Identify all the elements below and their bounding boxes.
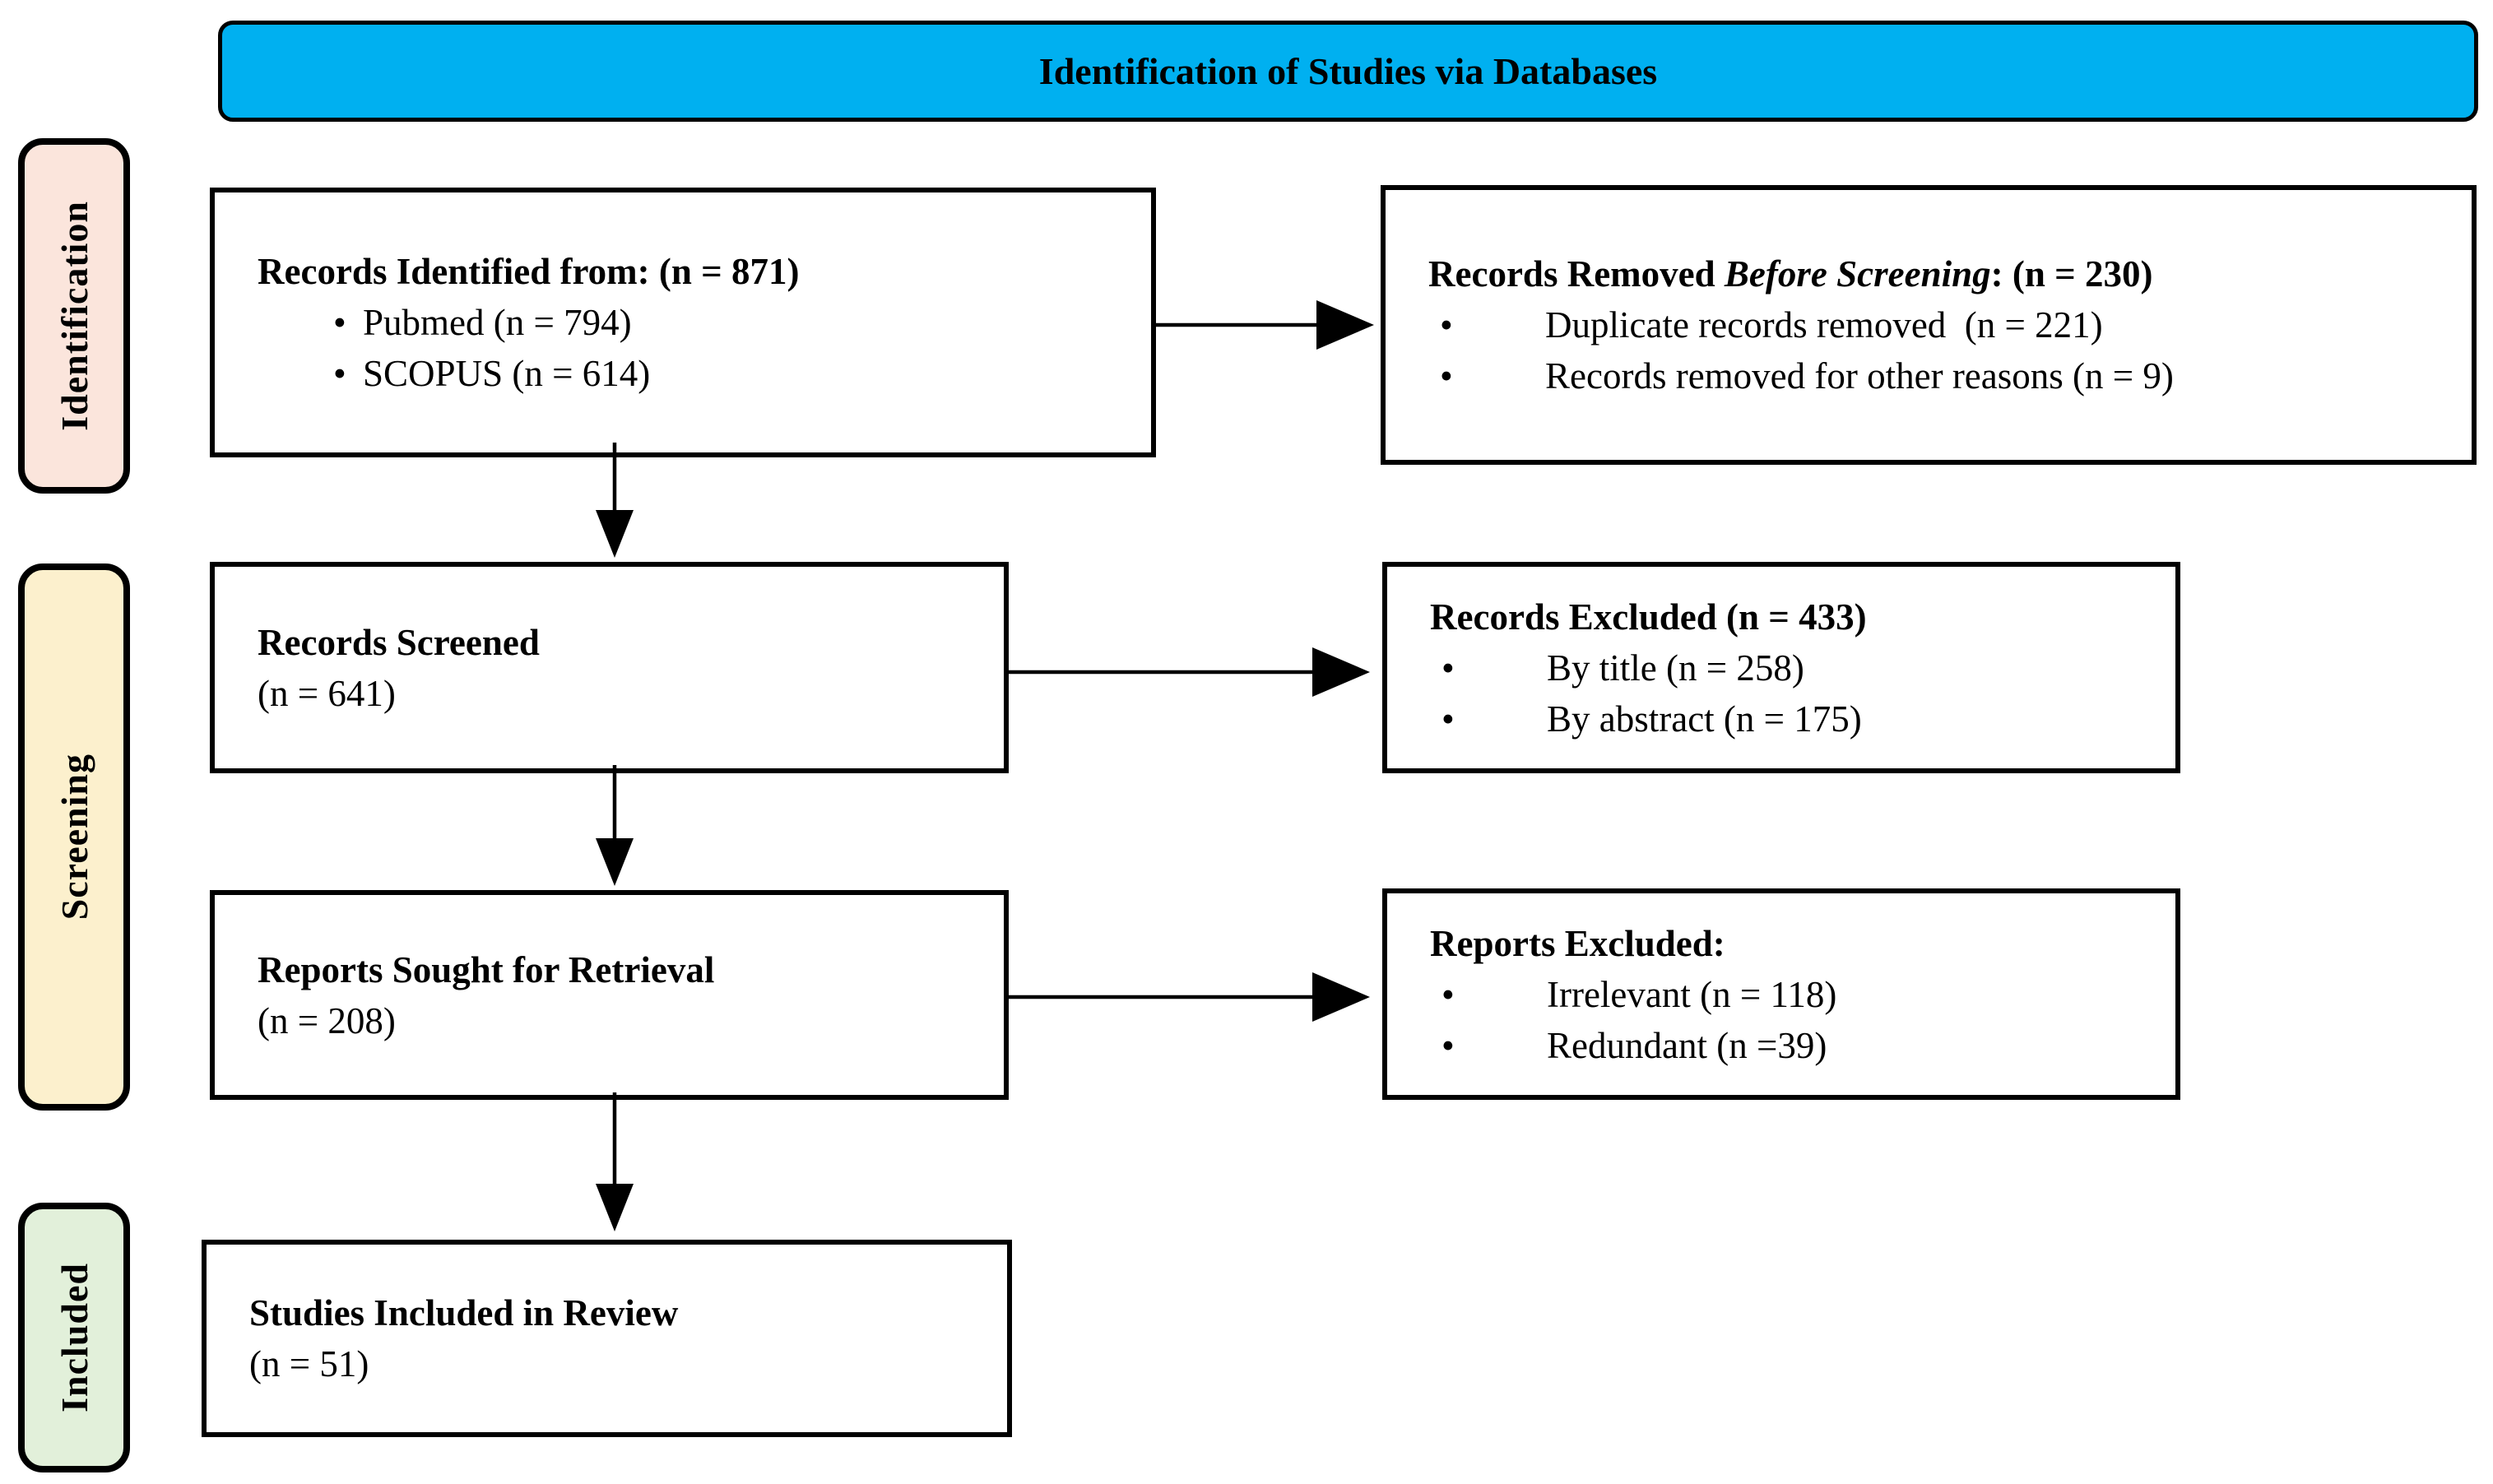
- box-records-screened: Records Screened (n = 641): [210, 562, 1009, 773]
- stage-label-screening: Screening: [18, 563, 130, 1111]
- box-records-screened-title: Records Screened: [258, 621, 540, 663]
- bullet-item: Irrelevant (n = 118): [1430, 969, 2159, 1020]
- arrow-screened-to-sought: [596, 765, 634, 886]
- bullet-item: Redundant (n =39): [1430, 1020, 2159, 1071]
- box-reports-excluded-title: Reports Excluded:: [1430, 922, 1725, 964]
- arrow-sought-to-included: [596, 1092, 634, 1231]
- box-records-excluded: Records Excluded (n = 433) By title (n =…: [1382, 562, 2180, 773]
- stage-label-identification-text: Identification: [53, 201, 95, 431]
- box-reports-sought-title: Reports Sought for Retrieval: [258, 948, 715, 990]
- box-studies-included-count: (n = 51): [249, 1343, 369, 1384]
- stage-label-screening-text: Screening: [53, 754, 95, 921]
- stage-label-identification: Identification: [18, 138, 130, 494]
- box-records-identified-list: Pubmed (n = 794)SCOPUS (n = 614): [333, 297, 1135, 399]
- stage-label-included-text: Included: [53, 1263, 95, 1412]
- box-records-removed-title-italic: Before Screening: [1724, 253, 1991, 294]
- box-records-identified-title: Records Identified from: (n = 871): [258, 251, 800, 292]
- arrow-identified-to-screened: [596, 443, 634, 558]
- stage-label-included: Included: [18, 1203, 130, 1472]
- arrow-sought-to-reports-excluded: [1009, 972, 1370, 1022]
- box-reports-sought-count: (n = 208): [258, 999, 396, 1041]
- box-records-screened-count: (n = 641): [258, 672, 396, 714]
- diagram-header-banner: Identification of Studies via Databases: [218, 21, 2478, 122]
- bullet-item: Pubmed (n = 794): [333, 297, 1135, 348]
- bullet-item: By title (n = 258): [1430, 642, 2159, 693]
- bullet-item: By abstract (n = 175): [1430, 693, 2159, 744]
- bullet-item: SCOPUS (n = 614): [333, 348, 1135, 399]
- box-records-removed-title: Records Removed Before Screening: (n = 2…: [1428, 248, 2455, 299]
- box-reports-excluded: Reports Excluded: Irrelevant (n = 118)Re…: [1382, 888, 2180, 1100]
- diagram-title: Identification of Studies via Databases: [1038, 50, 1658, 92]
- box-records-removed: Records Removed Before Screening: (n = 2…: [1381, 185, 2477, 465]
- box-records-removed-title-prefix: Records Removed: [1428, 253, 1725, 294]
- box-records-excluded-list: By title (n = 258)By abstract (n = 175): [1430, 642, 2159, 744]
- box-records-excluded-title: Records Excluded (n = 433): [1430, 596, 1867, 638]
- box-studies-included-title: Studies Included in Review: [249, 1292, 679, 1333]
- bullet-item: Duplicate records removed (n = 221): [1428, 299, 2455, 350]
- box-studies-included: Studies Included in Review (n = 51): [202, 1240, 1012, 1437]
- arrow-screened-to-excluded: [1009, 647, 1370, 697]
- bullet-item: Records removed for other reasons (n = 9…: [1428, 350, 2455, 401]
- box-records-removed-list: Duplicate records removed (n = 221)Recor…: [1428, 299, 2455, 401]
- box-reports-sought: Reports Sought for Retrieval (n = 208): [210, 890, 1009, 1100]
- box-records-identified: Records Identified from: (n = 871) Pubme…: [210, 188, 1156, 457]
- box-records-removed-title-suffix: : (n = 230): [1990, 253, 2153, 294]
- arrow-identified-to-removed: [1154, 300, 1374, 350]
- box-reports-excluded-list: Irrelevant (n = 118)Redundant (n =39): [1430, 969, 2159, 1071]
